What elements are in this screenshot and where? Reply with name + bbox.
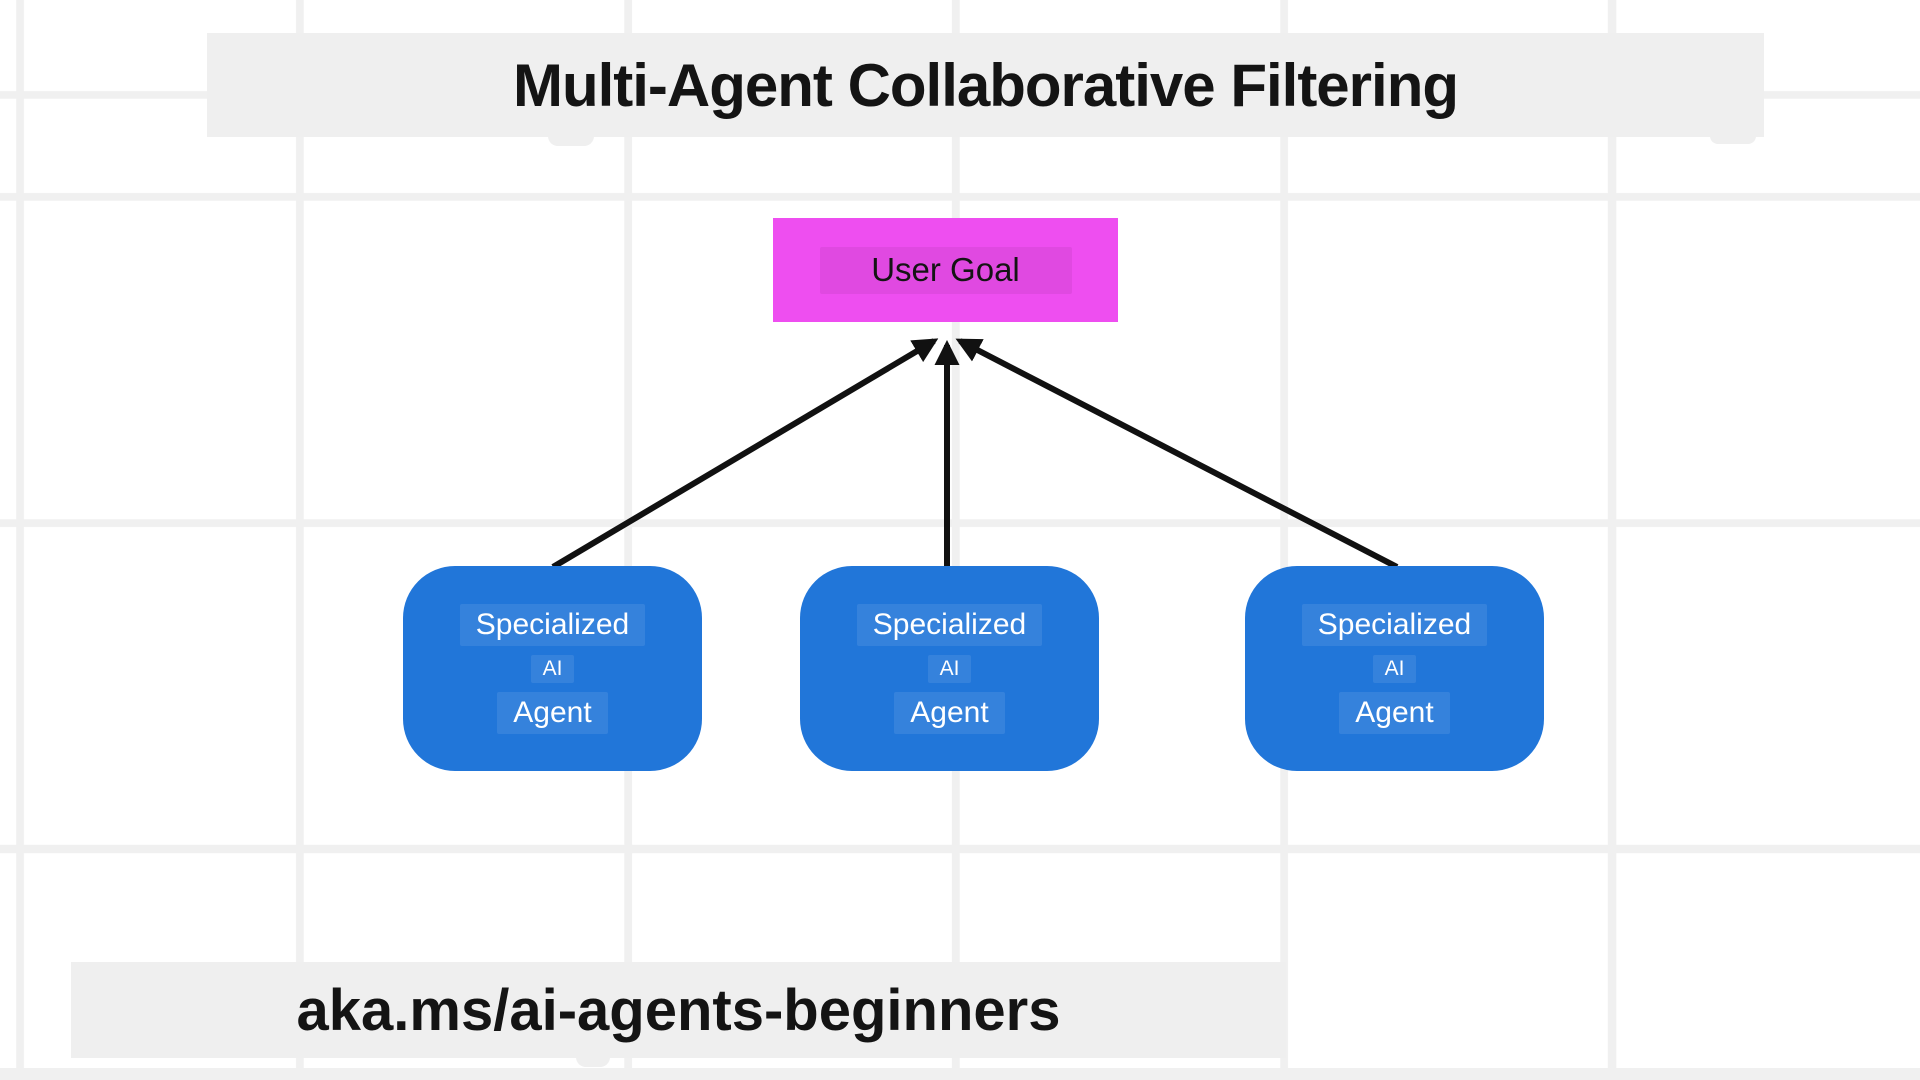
agent-label-line2: AI (530, 654, 575, 683)
canvas-bottom-edge (0, 1068, 1920, 1080)
footer-descender-artifact (576, 1057, 610, 1067)
specialized-ai-agent-node-2: Specialized AI Agent (800, 566, 1099, 771)
agent-label-line3: Agent (1339, 691, 1450, 734)
agent-label-line1: Specialized (856, 603, 1043, 646)
title-banner: Multi-Agent Collaborative Filtering (207, 33, 1764, 137)
footer-banner: aka.ms/ai-agents-beginners (71, 962, 1286, 1058)
specialized-ai-agent-node-1: Specialized AI Agent (403, 566, 702, 771)
title-descender-artifact (1710, 136, 1756, 144)
agent-label-line2: AI (927, 654, 972, 683)
user-goal-label-highlight: User Goal (819, 246, 1072, 294)
agent-label-line3: Agent (894, 691, 1005, 734)
page-title: Multi-Agent Collaborative Filtering (512, 51, 1459, 119)
agent-label-line1: Specialized (459, 603, 646, 646)
title-descender-artifact (548, 136, 594, 146)
agent-label-line3: Agent (497, 691, 608, 734)
agent-label-line2: AI (1372, 654, 1417, 683)
user-goal-node: User Goal (773, 218, 1118, 322)
footer-link-text: aka.ms/ai-agents-beginners (296, 977, 1061, 1043)
user-goal-label: User Goal (871, 251, 1020, 288)
specialized-ai-agent-node-3: Specialized AI Agent (1245, 566, 1544, 771)
agent-label-line1: Specialized (1301, 603, 1488, 646)
